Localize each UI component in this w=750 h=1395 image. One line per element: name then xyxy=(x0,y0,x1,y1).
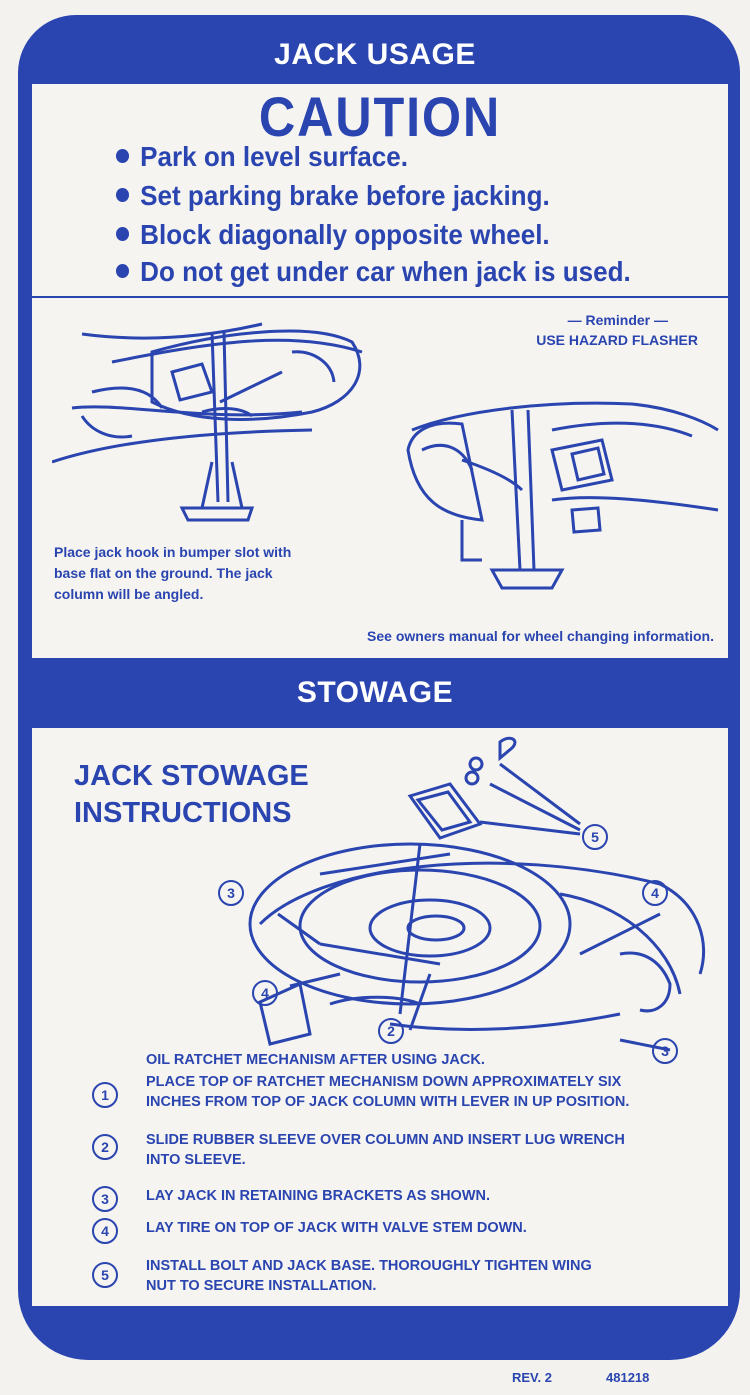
step-text: SLIDE RUBBER SLEEVE OVER COLUMN AND INSE… xyxy=(146,1130,726,1170)
stowage-heading-line: INSTRUCTIONS xyxy=(74,797,292,829)
step-line: INTO SLEEVE. xyxy=(146,1152,246,1168)
placement-instructions: Place jack hook in bumper slot with base… xyxy=(54,542,291,605)
step-number: 4 xyxy=(92,1218,118,1244)
caution-heading: CAUTION xyxy=(258,85,502,148)
caution-rule: Do not get under car when jack is used. xyxy=(116,256,631,288)
callout-number: 3 xyxy=(652,1038,678,1064)
callout-number: 2 xyxy=(378,1018,404,1044)
stowage-panel: JACK STOWAGE INSTRUCTIONS 3 4 2 5 4 3 xyxy=(32,728,728,1306)
stowage-title: STOWAGE xyxy=(296,676,454,709)
revision-label: REV. 2 xyxy=(512,1370,552,1385)
bullet-icon xyxy=(116,148,130,163)
owners-manual-note: See owners manual for wheel changing inf… xyxy=(367,628,714,644)
placement-line: column will be angled. xyxy=(54,586,204,602)
step-line: SLIDE RUBBER SLEEVE OVER COLUMN AND INSE… xyxy=(146,1132,625,1148)
step-text: LAY TIRE ON TOP OF JACK WITH VALVE STEM … xyxy=(146,1218,726,1238)
bullet-icon xyxy=(116,226,130,241)
step-line: PLACE TOP OF RATCHET MECHANISM DOWN APPR… xyxy=(146,1074,622,1090)
step-line: LAY JACK IN RETAINING BRACKETS AS SHOWN. xyxy=(146,1188,490,1204)
step-line: OIL RATCHET MECHANISM AFTER USING JACK. xyxy=(146,1052,485,1068)
usage-panel: — Reminder — USE HAZARD FLASHER Pla xyxy=(32,298,728,658)
callout-number: 5 xyxy=(582,824,608,850)
caution-rule: Block diagonally opposite wheel. xyxy=(116,219,550,251)
step-line: NUT TO SECURE INSTALLATION. xyxy=(146,1278,377,1294)
step-number: 3 xyxy=(92,1186,118,1212)
step-number: 1 xyxy=(92,1082,118,1108)
step-line: INCHES FROM TOP OF JACK COLUMN WITH LEVE… xyxy=(146,1094,630,1110)
step-line: LAY TIRE ON TOP OF JACK WITH VALVE STEM … xyxy=(146,1220,527,1236)
step-text: INSTALL BOLT AND JACK BASE. THOROUGHLY T… xyxy=(146,1256,726,1296)
step-number: 5 xyxy=(92,1262,118,1288)
hazard-flasher-note: USE HAZARD FLASHER xyxy=(536,332,698,348)
caution-rule: Park on level surface. xyxy=(116,141,408,173)
caution-panel: CAUTION Park on level surface. Set parki… xyxy=(32,84,728,296)
caution-rule: Set parking brake before jacking. xyxy=(116,180,550,212)
stowage-heading-line: JACK STOWAGE xyxy=(74,760,309,792)
step-number: 2 xyxy=(92,1134,118,1160)
bullet-icon xyxy=(116,187,130,202)
stowage-heading: JACK STOWAGE INSTRUCTIONS xyxy=(74,758,309,832)
jack-usage-title: JACK USAGE xyxy=(274,38,476,71)
bullet-icon xyxy=(116,263,130,278)
step-line: INSTALL BOLT AND JACK BASE. THOROUGHLY T… xyxy=(146,1258,592,1274)
step-text: PLACE TOP OF RATCHET MECHANISM DOWN APPR… xyxy=(146,1072,726,1112)
placement-line: Place jack hook in bumper slot with xyxy=(54,544,292,560)
placement-line: base flat on the ground. The jack xyxy=(54,565,273,581)
callout-number: 4 xyxy=(252,980,278,1006)
part-number: 481218 xyxy=(606,1370,650,1385)
step-text: LAY JACK IN RETAINING BRACKETS AS SHOWN. xyxy=(146,1186,726,1206)
reminder-line: — Reminder — xyxy=(567,312,668,328)
bumper-jack-front-illustration xyxy=(52,322,363,522)
bumper-jack-rear-illustration xyxy=(406,401,719,590)
step-text: OIL RATCHET MECHANISM AFTER USING JACK. xyxy=(146,1050,726,1070)
trunk-stowage-illustration xyxy=(248,736,706,1052)
callout-number: 4 xyxy=(642,880,668,906)
callout-number: 3 xyxy=(218,880,244,906)
